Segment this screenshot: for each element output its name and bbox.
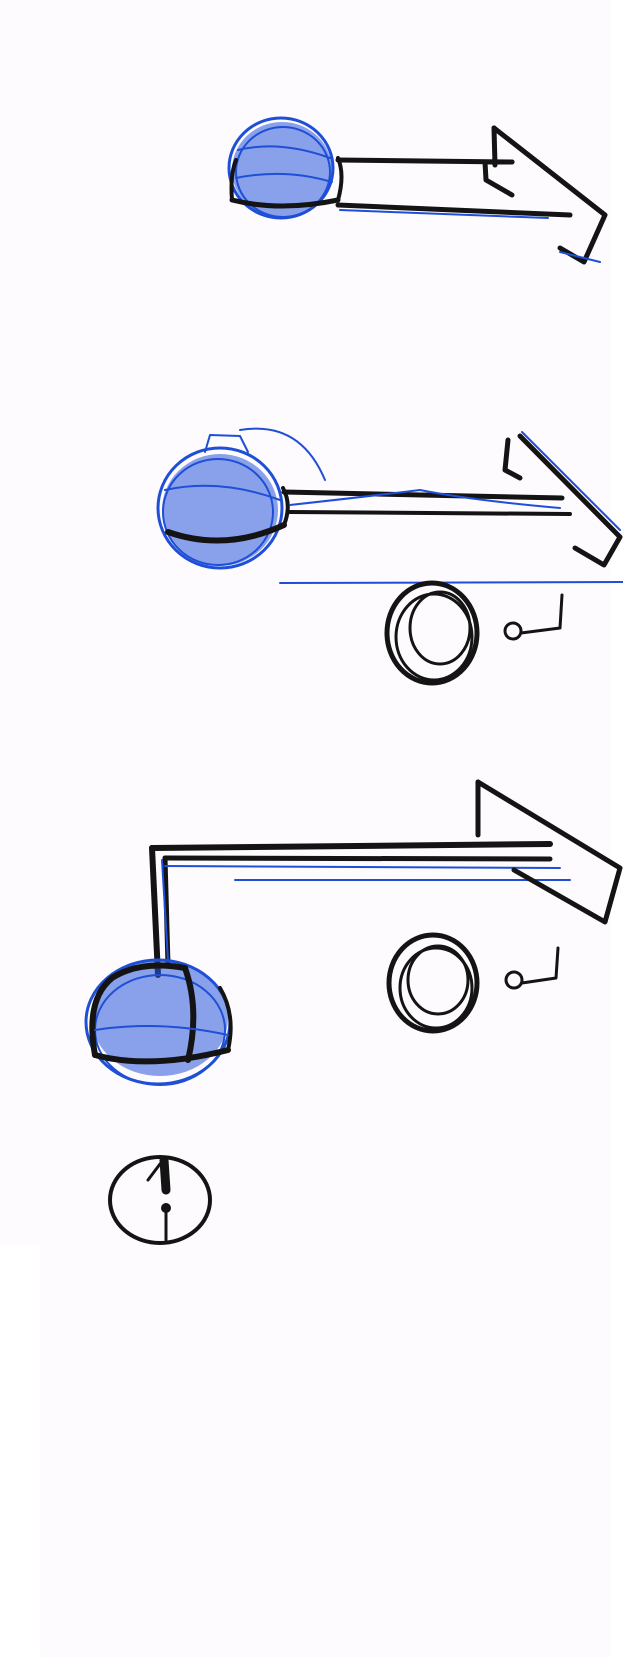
blue-ball-icon — [229, 118, 342, 218]
clock-gauge-icon — [110, 1157, 210, 1243]
figure-2-ball-arrow-rotation — [158, 429, 623, 683]
long-arrow-icon — [280, 432, 623, 583]
blue-ball-icon — [86, 960, 231, 1085]
blue-ball-icon — [158, 429, 325, 568]
figure-1-ball-and-arrow — [229, 118, 605, 262]
rotation-symbol-icon — [387, 583, 562, 683]
l-shaped-arrow-icon — [152, 782, 620, 975]
long-arrow-icon — [338, 128, 605, 262]
rotation-symbol-icon — [389, 935, 558, 1031]
figure-3-hanging-ball-l-arrow — [86, 782, 620, 1243]
